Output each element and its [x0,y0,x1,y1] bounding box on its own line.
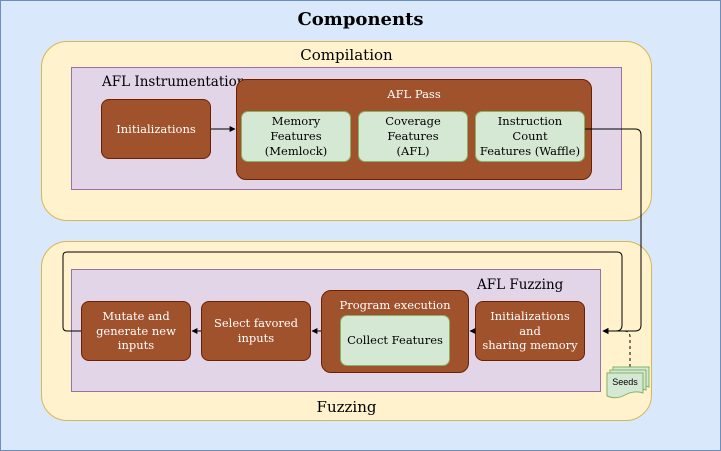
seeds-label: Seeds [612,377,638,387]
diagram-title: Components [297,9,424,30]
mutate-loop-arrow [62,251,623,334]
select-favored-node: Select favored inputs [201,301,311,361]
instruction-count-line1: Instruction Count [497,114,563,144]
instruction-count-node: Instruction Count Features (Waffle) [475,111,585,162]
compilation-label: Compilation [300,46,393,64]
seeds-icon [606,366,650,399]
seeds-arrow [602,328,631,367]
afl-instrumentation-label: AFL Instrumentation [102,74,246,90]
init-sharing-line1: Initializations and [490,308,570,338]
coverage-features-node: Coverage Features (AFL) [358,111,468,162]
afl-fuzzing-label: AFL Fuzzing [477,277,564,293]
afl-pass-label: AFL Pass [387,87,441,101]
select-line1: Select favored [213,316,299,331]
mutate-line3: inputs [117,338,155,353]
mutate-line1: Mutate and [102,308,170,323]
init-sharing-line2: sharing memory [482,338,578,353]
collect-features-node: Collect Features [340,315,450,366]
init-sharing-node: Initializations and sharing memory [475,301,585,361]
instruction-count-line2: Features (Waffle) [479,143,581,158]
memory-features-node: Memory Features (Memlock) [241,111,351,162]
memory-features-line1: Memory Features [270,114,322,144]
coverage-features-line1: Coverage Features [385,114,441,144]
mutate-node: Mutate and generate new inputs [81,301,191,361]
mutate-line2: generate new [96,323,176,338]
collect-features-text: Collect Features [347,333,443,348]
pass-to-fuzz-arrow [585,128,642,334]
initializations-node: Initializations [101,99,211,159]
select-line2: inputs [237,331,275,345]
program-execution-label: Program execution [339,298,451,312]
fuzzing-label: Fuzzing [316,398,377,416]
initializations-text: Initializations [116,121,196,136]
memory-features-line2: (Memlock) [264,143,328,158]
coverage-features-line2: (AFL) [396,143,430,158]
